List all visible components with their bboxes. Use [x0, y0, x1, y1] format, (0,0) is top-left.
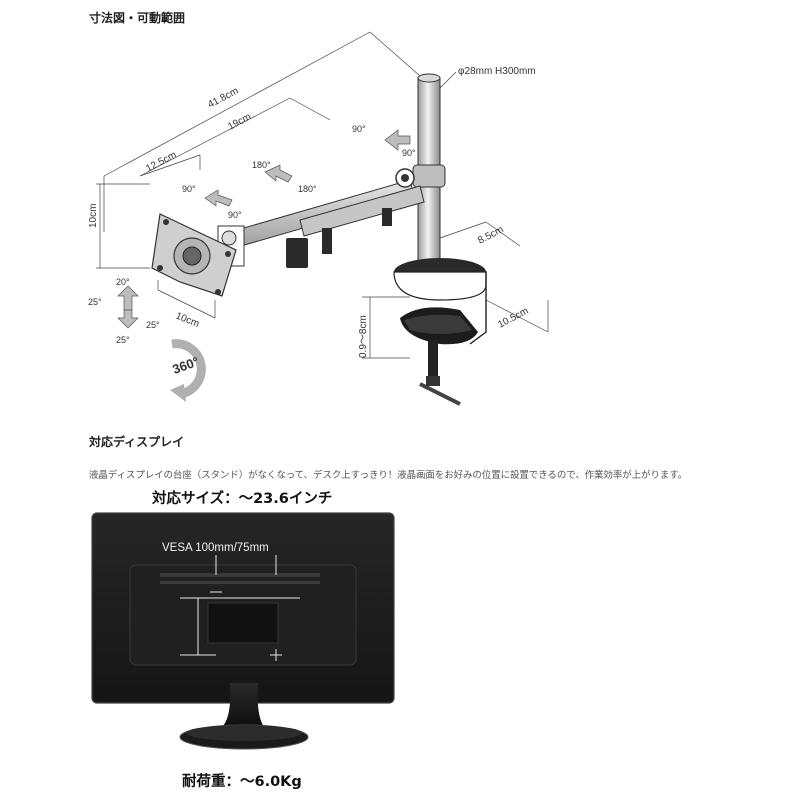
angle-tilt-up: 20° — [116, 277, 130, 287]
dimension-diagram: 360° 41.8cm 19cm 12.5cm 10cm 10cm φ28mm … — [88, 31, 549, 406]
angle-rotate: 360° — [170, 354, 200, 377]
angle-90-top: 90° — [352, 124, 366, 134]
angle-180-a: 180° — [252, 160, 271, 170]
dim-clamp-range: 0.9～8cm — [358, 315, 369, 358]
desk-clamp — [393, 258, 487, 406]
vesa-head-plate — [151, 213, 237, 297]
dim-arm1: 19cm — [226, 111, 253, 132]
rotate-360-icon: 360° — [170, 339, 206, 402]
load-caption: 耐荷重：～6.0Kg — [182, 774, 302, 790]
dim-head-width: 10cm — [174, 311, 201, 330]
dim-clamp-length: 10.5cm — [496, 306, 530, 331]
angle-tilt-right: 25° — [146, 320, 160, 330]
section-title-dimensions: 寸法図・可動範囲 — [89, 11, 186, 25]
monitor-illustration: VESA 100mm/75mm — [91, 512, 395, 750]
vesa-label: VESA 100mm/75mm — [162, 542, 269, 554]
dimension-lines — [96, 31, 549, 359]
dim-clamp-depth: 8.5cm — [476, 224, 505, 246]
angle-90-top-b: 90° — [402, 148, 416, 158]
angle-tilt-down: 25° — [116, 335, 130, 345]
section-description: 液晶ディスプレイの台座（スタンド）がなくなって、デスク上すっきり！液晶画面をお好… — [89, 470, 688, 481]
dim-pole: φ28mm H300mm — [458, 66, 536, 77]
dim-arm2: 12.5cm — [144, 150, 178, 175]
section-title-display: 対応ディスプレイ — [89, 435, 185, 449]
arm-assembly — [217, 168, 425, 268]
angle-90-mid: 90° — [182, 184, 196, 194]
arrow-icon — [117, 129, 411, 329]
angle-90-mid-b: 90° — [228, 210, 242, 220]
vesa-markers — [180, 555, 300, 661]
dim-overall-length: 41.8cm — [206, 86, 240, 111]
angle-180-b: 180° — [298, 184, 317, 194]
angle-tilt-left: 25° — [88, 297, 102, 307]
dim-height: 10cm — [88, 204, 99, 228]
size-caption: 対応サイズ：～23.6インチ — [152, 491, 333, 507]
